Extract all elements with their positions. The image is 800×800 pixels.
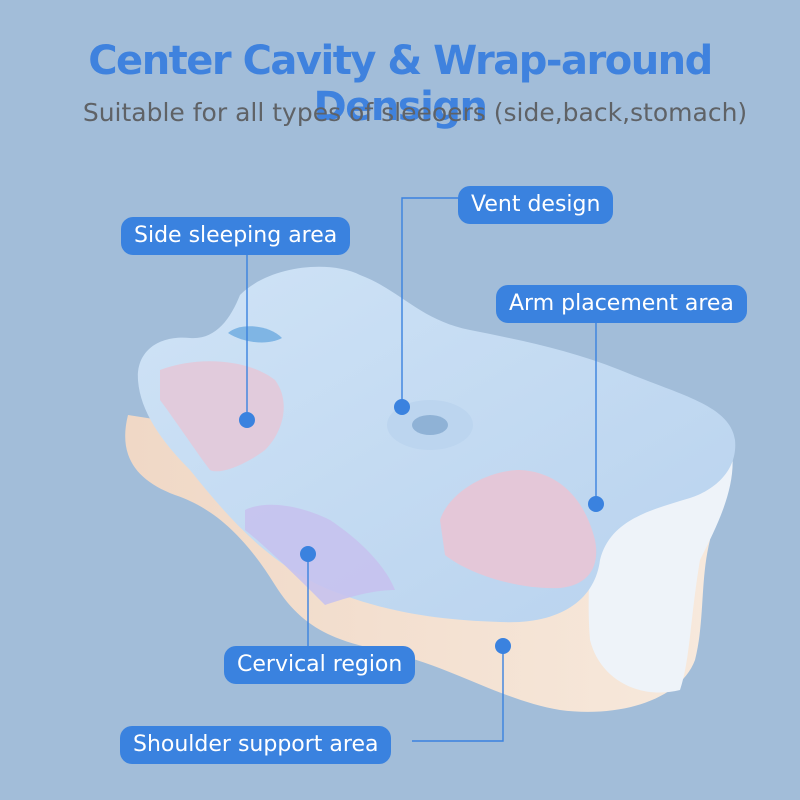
cervical-anchor-dot [300,546,316,562]
page-title: Center Cavity & Wrap-around Densign [88,38,713,130]
vent-leader-line [401,197,458,407]
page-subtitle: Suitable for all types of sleeoers (side… [82,98,748,127]
side-sleeping-label: Side sleeping area [121,217,351,255]
shoulder-support-anchor-dot [495,638,511,654]
arm-placement-anchor-dot [588,496,604,512]
side-sleeping-anchor-dot [239,412,255,428]
pillow-tag [228,326,282,343]
arm-placement-label: Arm placement area [496,285,747,323]
cervical-patch [245,504,395,605]
vent-anchor-dot [394,399,410,415]
vent-hole [412,415,448,435]
pillow-base-layer [125,415,710,712]
shoulder-support-label: Shoulder support area [120,726,392,764]
shoulder-support-leader-line [412,646,504,742]
arm-placement-patch [440,470,597,589]
side-sleeping-patch [160,361,284,472]
vent-design-label: Vent design [458,186,614,224]
cervical-region-label: Cervical region [224,646,416,684]
